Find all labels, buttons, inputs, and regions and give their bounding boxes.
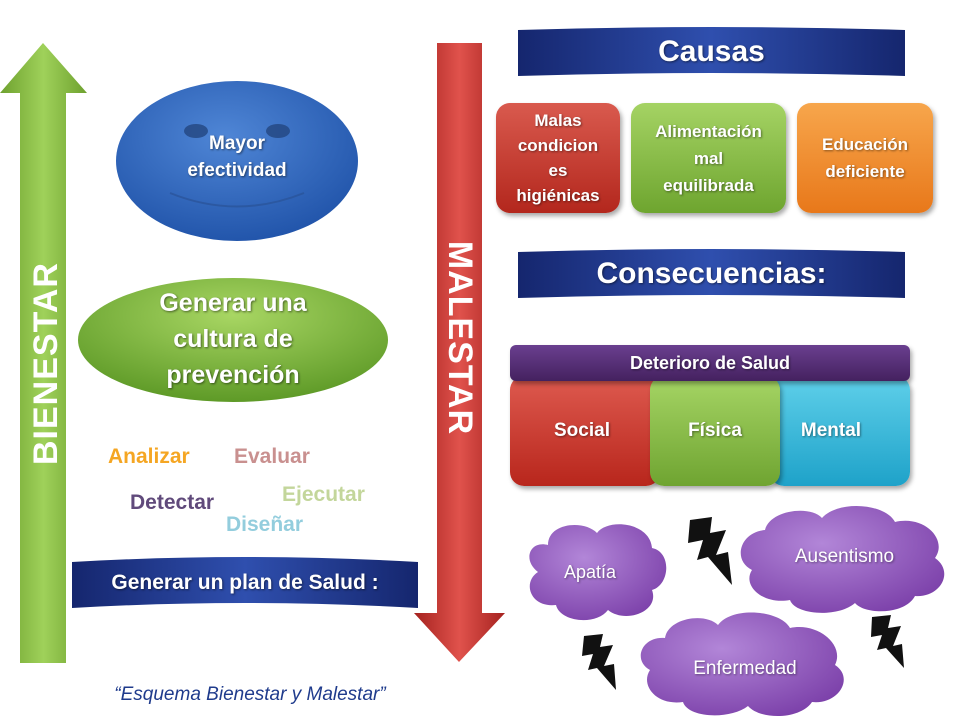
- apatia-cloud: [529, 524, 667, 621]
- plan-banner-text: Generar un plan de Salud :: [111, 571, 379, 594]
- plan-banner-shape: [72, 557, 418, 608]
- causa-educacion-text: Educación deficiente: [822, 135, 908, 181]
- cloud-enfermedad-label: Enfermedad: [693, 658, 797, 679]
- word-detectar: Detectar: [130, 491, 215, 514]
- lightning-icon: [688, 517, 732, 585]
- lightning-icon: [871, 615, 904, 668]
- mayor-efectividad-text: Mayor efectividad: [187, 133, 287, 181]
- word-analizar: Analizar: [108, 445, 190, 468]
- malestar-label: MALESTAR: [441, 240, 479, 436]
- tab-fisica-label: Física: [688, 420, 742, 441]
- causa-alimentacion-text: Alimentación mal equilibrada: [655, 121, 762, 195]
- causas-banner-shape: [518, 27, 905, 76]
- lightning-icon: [582, 634, 616, 690]
- consecuencias-banner-shape: [518, 249, 905, 298]
- tab-social: Social: [510, 376, 660, 486]
- cultura-prevencion-text: Generar una cultura de prevención: [159, 289, 307, 389]
- cloud-ausentismo-label: Ausentismo: [794, 546, 895, 567]
- cloud-apatia-label: Apatía: [563, 562, 617, 582]
- ausentismo-cloud: [740, 506, 945, 613]
- word-ejecutar: Ejecutar: [282, 483, 365, 506]
- cultura-prevencion-oval: [78, 278, 388, 402]
- tab-mental-label: Mental: [800, 420, 862, 441]
- tab-social-label: Social: [554, 420, 610, 441]
- deterioro-header: Deterioro de Salud: [510, 345, 910, 381]
- word-disenar: Diseñar: [226, 513, 304, 536]
- causa-alimentacion: Alimentación mal equilibrada: [631, 103, 786, 213]
- causa-malas-condiciones: Malas condicion es higiénicas: [496, 103, 620, 213]
- tab-mental: Mental: [770, 376, 910, 486]
- causas-title: Causas: [658, 35, 765, 68]
- enfermedad-cloud: [640, 612, 844, 717]
- bienestar-arrow: [0, 43, 87, 663]
- causa-malas-condiciones-text: Malas condicion es higiénicas: [516, 111, 600, 205]
- deterioro-header-text: Deterioro de Salud: [629, 352, 791, 373]
- causa-educacion: Educación deficiente: [797, 103, 933, 213]
- mayor-efectividad-oval: [116, 81, 358, 241]
- tab-fisica: Física: [650, 376, 780, 486]
- malestar-arrow: [414, 43, 505, 662]
- diagram-caption: “Esquema Bienestar y Malestar”: [114, 684, 386, 705]
- consecuencias-title: Consecuencias:: [596, 257, 827, 290]
- bienestar-label: BIENESTAR: [27, 262, 65, 465]
- word-evaluar: Evaluar: [234, 445, 310, 468]
